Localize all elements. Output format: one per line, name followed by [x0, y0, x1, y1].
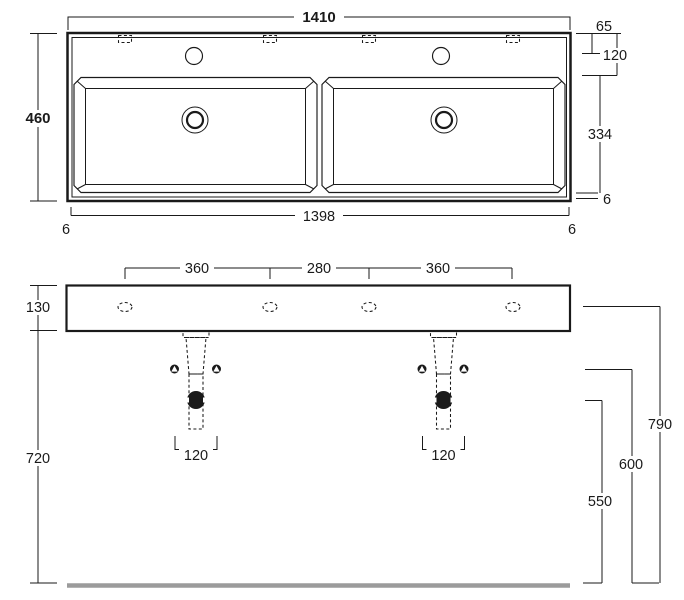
label-bg	[426, 446, 461, 462]
label-bg	[22, 300, 54, 315]
tap-span-left-label: 360	[185, 261, 209, 277]
tap-holes-front	[117, 301, 521, 313]
waste-span-right-label: 120	[431, 448, 455, 464]
drain-assembly-left: 120	[170, 330, 221, 464]
top-view: 1410 460	[21, 8, 632, 238]
label-bg	[584, 126, 616, 142]
inner-width-label: 1398	[303, 209, 335, 225]
dimension-heights-right: 790 600 550	[583, 306, 677, 584]
rim-edge-gap-label: 6	[603, 192, 611, 208]
knockout-icon	[117, 34, 133, 44]
basin-front-outline	[65, 284, 572, 333]
tap-hole-icon	[262, 301, 278, 313]
waste-height-label: 550	[588, 494, 612, 510]
dimension-deck-depth: 120	[582, 33, 632, 76]
tap-hole-icon	[117, 301, 133, 313]
inner-gap-right-label: 6	[568, 222, 576, 238]
waste-span-left-label: 120	[184, 448, 208, 464]
drain-assembly-right: 120	[417, 330, 469, 464]
deck-depth-label: 120	[603, 48, 627, 64]
label-bg	[421, 260, 455, 276]
overall-width-label: 1410	[302, 9, 335, 26]
dimension-rim-edge-gap: 6	[576, 192, 611, 208]
knockout-icon	[262, 34, 278, 44]
inner-gap-left-label: 6	[62, 222, 70, 238]
drain-icon-inner	[185, 110, 205, 130]
dimension-faucet-offset: 65	[576, 19, 621, 54]
label-bg	[180, 260, 214, 276]
tap-span-center-label: 280	[307, 261, 331, 277]
label-bg	[21, 110, 55, 127]
waste-outlet-icon	[187, 391, 205, 409]
sink-inner-edge	[71, 37, 567, 198]
label-bg	[614, 456, 648, 472]
label-bg	[643, 416, 677, 432]
label-bg	[600, 48, 632, 63]
label-bg	[294, 8, 344, 26]
dimension-inner-width: 1398 6 6	[62, 207, 576, 238]
label-bg	[583, 493, 617, 509]
label-bg	[302, 260, 336, 276]
label-bg	[295, 207, 343, 224]
fixing-height-label: 600	[619, 457, 643, 473]
dimension-overall-width: 1410	[67, 8, 571, 30]
dimension-overall-depth: 460	[21, 33, 57, 202]
knockout-icon	[361, 34, 377, 44]
tap-span-right-label: 360	[426, 261, 450, 277]
waste-outlet-icon	[434, 391, 453, 409]
basin-right	[321, 76, 566, 194]
knockout-icon	[505, 34, 521, 44]
tap-hole-icon	[361, 301, 377, 313]
basin-left	[73, 76, 318, 194]
tap-hole-height-label: 790	[648, 417, 672, 433]
drain-icon	[430, 106, 458, 134]
basin-depth-label: 334	[588, 127, 612, 143]
drain-icon-inner	[434, 110, 454, 130]
sink-outline	[66, 31, 572, 203]
overall-depth-label: 460	[25, 110, 50, 127]
underside-height-label: 720	[26, 451, 50, 467]
tap-hole-icon	[505, 301, 521, 313]
faucet-hole-left	[184, 46, 204, 66]
faucet-hole-right	[431, 46, 451, 66]
dimension-tap-spacing: 360 280 360	[124, 260, 513, 279]
apron-height-label: 130	[26, 300, 50, 316]
drain-icon	[181, 106, 209, 134]
optional-tap-knockouts	[117, 34, 521, 44]
front-view: 360 280 360 130 720 790 600	[22, 260, 677, 588]
label-bg	[179, 446, 213, 462]
dimension-basin-depth: 334	[584, 75, 616, 193]
dimension-apron-height: 130 720	[22, 285, 57, 584]
faucet-offset-label: 65	[596, 19, 612, 35]
label-bg	[22, 450, 54, 466]
